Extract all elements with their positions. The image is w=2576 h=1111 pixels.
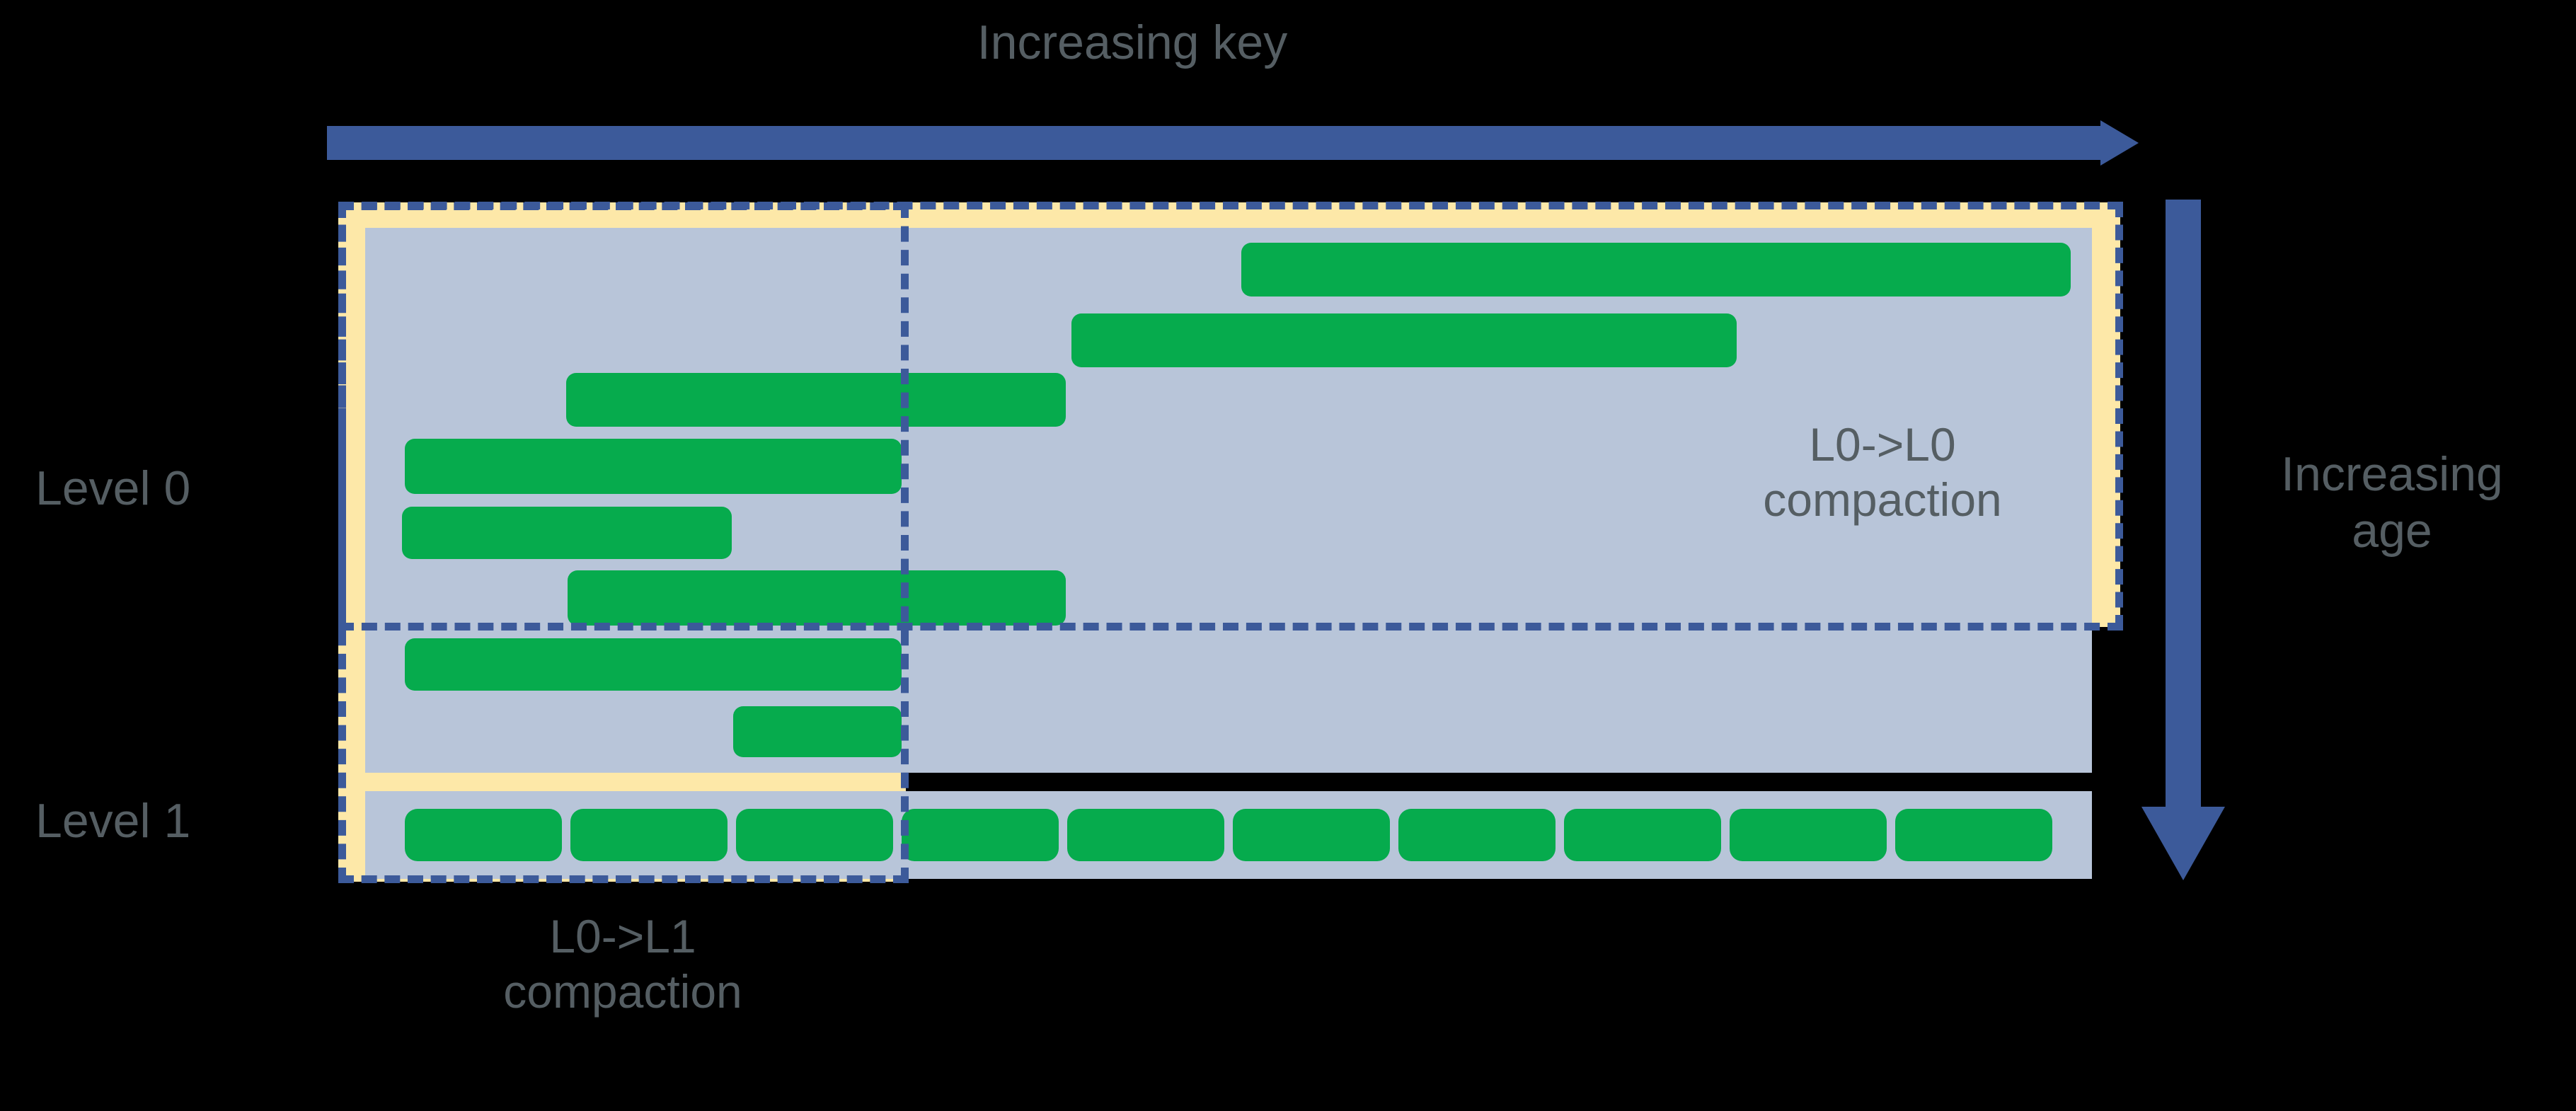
sstable-l0-0 (1241, 243, 2071, 297)
sstable-l0-5 (568, 570, 1066, 626)
sstable-l1-7 (1564, 809, 1721, 861)
arrow-down-icon (2141, 200, 2225, 880)
increasing-key-label: Increasing key (977, 16, 1288, 69)
sstable-l1-6 (1398, 809, 1556, 861)
sstable-l0-6 (405, 638, 902, 691)
sstable-l1-5 (1233, 809, 1390, 861)
sstable-l1-4 (1067, 809, 1224, 861)
sstable-l0-1 (1071, 313, 1737, 367)
sstable-l0-7 (733, 706, 902, 757)
l0-l1-compaction-label: L0->L1 compaction (503, 910, 742, 1018)
sstable-l0-3 (405, 439, 902, 494)
l0-l1-compaction-region[interactable] (338, 202, 909, 883)
level-1-label: Level 1 (35, 794, 191, 848)
sstable-l1-0 (405, 809, 562, 861)
sstable-l1-3 (902, 809, 1059, 861)
sstable-l1-2 (736, 809, 893, 861)
level-0-label: Level 0 (35, 461, 191, 515)
sstable-l1-8 (1730, 809, 1887, 861)
increasing-age-label: Increasing age (2281, 447, 2503, 558)
arrow-right-icon (327, 120, 2139, 166)
sstable-l1-1 (570, 809, 728, 861)
sstable-l0-4 (402, 507, 732, 559)
level-separator-line (907, 773, 2092, 791)
sstable-l0-2 (566, 373, 1066, 427)
l0-l0-compaction-label: L0->L0 compaction (1763, 418, 2002, 526)
sstable-l1-9 (1895, 809, 2052, 861)
